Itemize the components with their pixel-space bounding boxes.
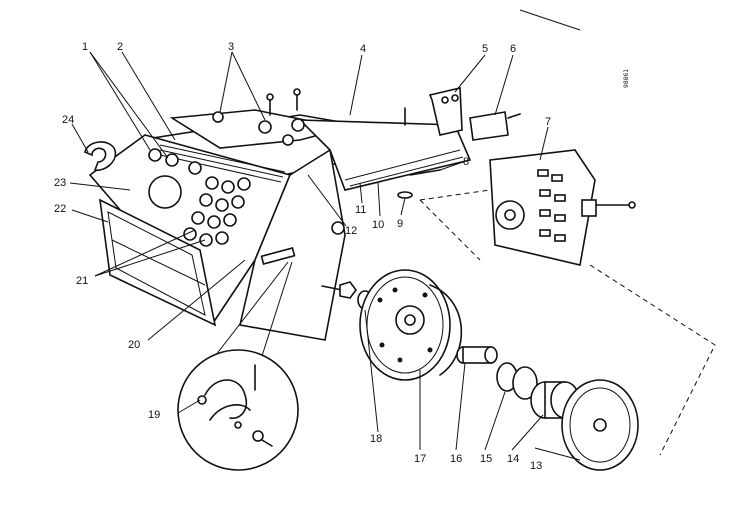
clip-part: [84, 141, 117, 172]
callout-2: 2: [117, 41, 123, 53]
callout-labels: 1 2 3 4 5 6 7 8 9 10 11 12 13 14 15 16 1…: [54, 41, 551, 472]
housing-cutout: [148, 175, 182, 209]
callout-21: 21: [76, 275, 88, 287]
callout-1: 1: [82, 41, 88, 53]
callout-23: 23: [54, 177, 66, 189]
dial-wheel: [561, 379, 639, 471]
callout-11: 11: [355, 204, 366, 216]
callout-20: 20: [128, 339, 140, 351]
screw: [331, 221, 345, 235]
callout-12: 12: [345, 225, 357, 237]
leader-lines: [69, 51, 581, 461]
bracket: [428, 87, 463, 136]
small-plate: [469, 111, 509, 141]
washer: [397, 191, 413, 199]
dashed-guide-top: [419, 189, 491, 201]
callout-19: 19: [148, 409, 160, 421]
corner-mark: 98861: [623, 69, 630, 88]
callout-5: 5: [482, 43, 488, 55]
bushing: [496, 362, 538, 400]
callout-24: 24: [62, 114, 74, 126]
callout-6: 6: [510, 43, 516, 55]
callout-18: 18: [370, 433, 382, 445]
callout-22: 22: [54, 203, 66, 215]
callout-4: 4: [360, 43, 366, 55]
stray-mark: [519, 9, 581, 31]
housing-extension: [298, 119, 472, 191]
callout-3: 3: [228, 41, 234, 53]
disc-assembly: [359, 269, 463, 381]
window-divider: [111, 239, 206, 286]
callout-7: 7: [545, 116, 551, 128]
callout-8: 8: [463, 156, 469, 168]
callout-15: 15: [480, 453, 492, 465]
callout-13: 13: [530, 460, 542, 472]
callout-10: 10: [372, 219, 384, 231]
callout-16: 16: [450, 453, 462, 465]
housing-slot: [260, 247, 296, 265]
dashed-guide-right: [589, 264, 716, 456]
dashed-guide-left: [419, 199, 481, 261]
push-buttons: [148, 148, 251, 247]
callout-17: 17: [414, 453, 426, 465]
circuit-board: [489, 149, 636, 266]
front-window-inner: [107, 211, 206, 316]
detail-inset: [177, 261, 299, 471]
shaft: [456, 346, 498, 364]
nut: [339, 281, 357, 299]
callout-9: 9: [397, 218, 403, 230]
top-screws: [212, 88, 305, 146]
callout-14: 14: [507, 453, 519, 465]
